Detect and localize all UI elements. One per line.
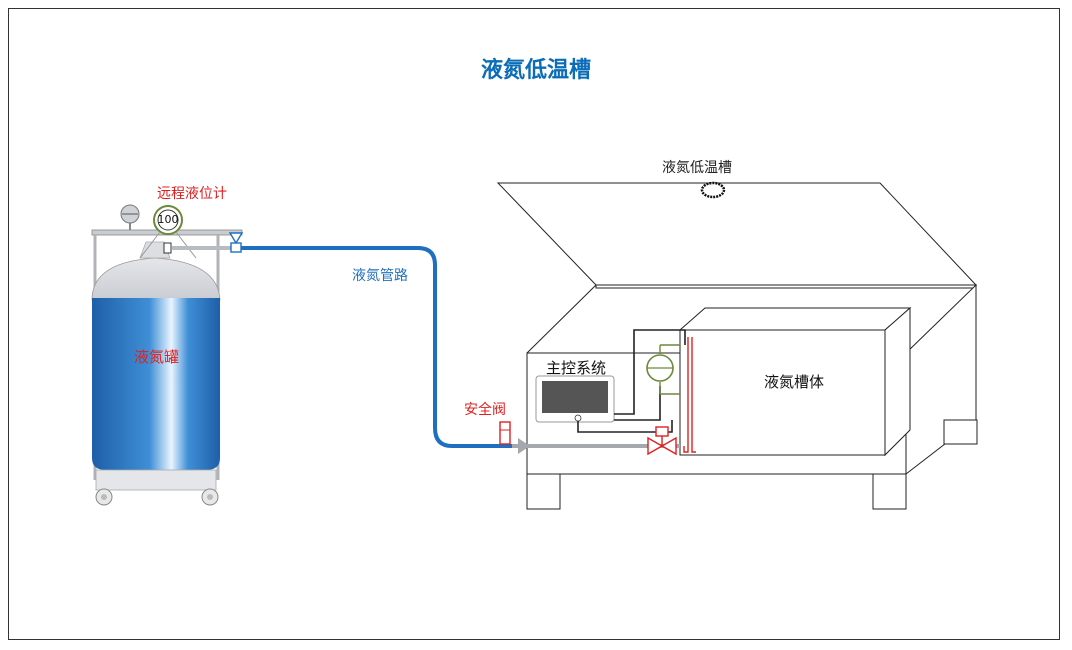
- gauge-reading: 100: [157, 213, 179, 226]
- level-sensor-line: [683, 337, 696, 453]
- ln2-pipeline: [241, 246, 512, 448]
- label-cryo-chamber: 液氮低温槽: [662, 160, 732, 176]
- control-monitor: [535, 375, 615, 423]
- solenoid-valve-icon: [647, 426, 677, 456]
- label-tank-body: 液氮槽体: [764, 373, 825, 391]
- page-title: 液氮低温槽: [480, 58, 591, 83]
- inlet-arrow-icon: [518, 438, 530, 454]
- ln2-dewar: [91, 229, 243, 506]
- lid-handle-icon: [700, 181, 726, 199]
- safety-valve-icon: [499, 421, 511, 445]
- label-level-gauge: 远程液位计: [157, 186, 227, 202]
- outlet-valve-icon: [228, 232, 244, 253]
- label-control-system: 主控系统: [546, 359, 607, 377]
- label-tank: 液氮罐: [134, 348, 180, 366]
- control-cables: [577, 329, 686, 433]
- ln2-tank-body: [678, 306, 912, 457]
- flow-meter-icon: [646, 344, 680, 395]
- diagram-frame: [8, 8, 1060, 640]
- label-pipeline: 液氮管路: [352, 268, 408, 284]
- remote-level-gauge-icon: [139, 205, 197, 259]
- label-safety-valve: 安全阀: [464, 402, 506, 418]
- pressure-gauge-icon: [120, 204, 140, 230]
